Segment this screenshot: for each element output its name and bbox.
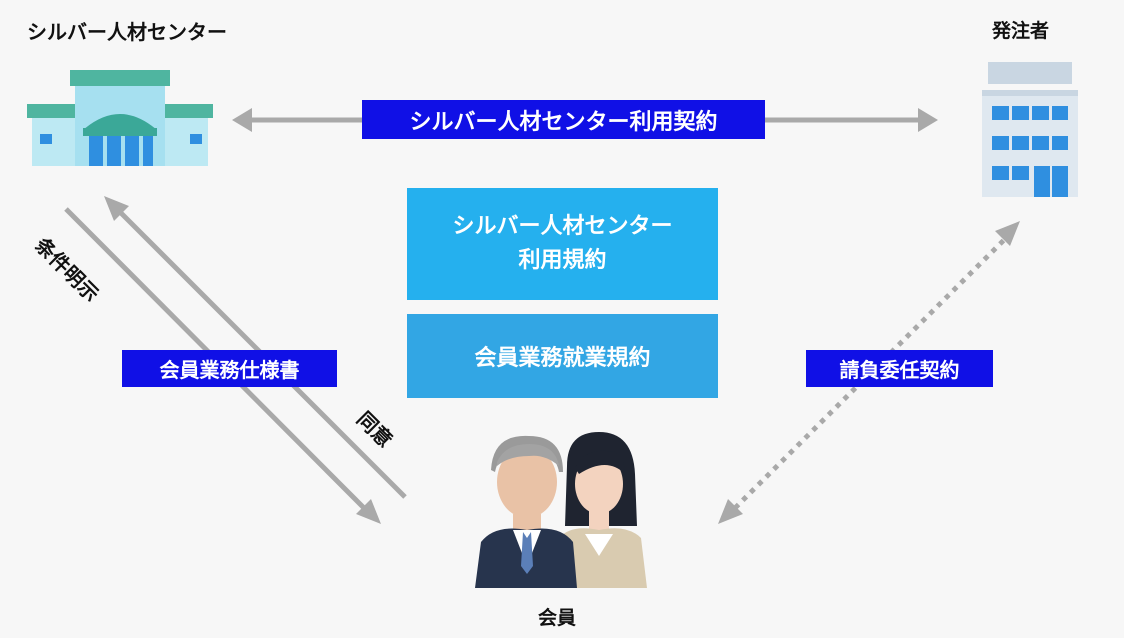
arrowhead-conditions	[356, 499, 381, 524]
work-rules-text: 会員業務就業規約	[474, 346, 651, 371]
usage-contract-tag: シルバー人材センター利用契約	[362, 100, 765, 139]
arrowhead-right-top	[918, 108, 938, 132]
arrowhead-client	[995, 221, 1020, 246]
member-spec-tag: 会員業務仕様書	[122, 350, 337, 387]
office-building-icon	[982, 62, 1078, 197]
senior-couple-illustration	[475, 426, 647, 588]
arrowhead-agreement	[104, 196, 129, 221]
client-label: 発注者	[992, 20, 1050, 42]
terms-line1: シルバー人材センター	[452, 214, 673, 239]
work-rules-box: 会員業務就業規約	[407, 314, 718, 398]
arrowhead-left-top	[232, 108, 252, 132]
contract-work-arrow	[733, 234, 1010, 510]
contract-work-tag: 請負委任契約	[806, 350, 993, 387]
terms-line2: 利用規約	[518, 248, 607, 273]
member-label: 会員	[538, 607, 577, 629]
store-building-icon	[27, 70, 213, 166]
silver-center-label: シルバー人材センター	[27, 20, 227, 44]
arrowhead-member	[718, 499, 743, 524]
terms-box: シルバー人材センター 利用規約	[407, 188, 718, 300]
